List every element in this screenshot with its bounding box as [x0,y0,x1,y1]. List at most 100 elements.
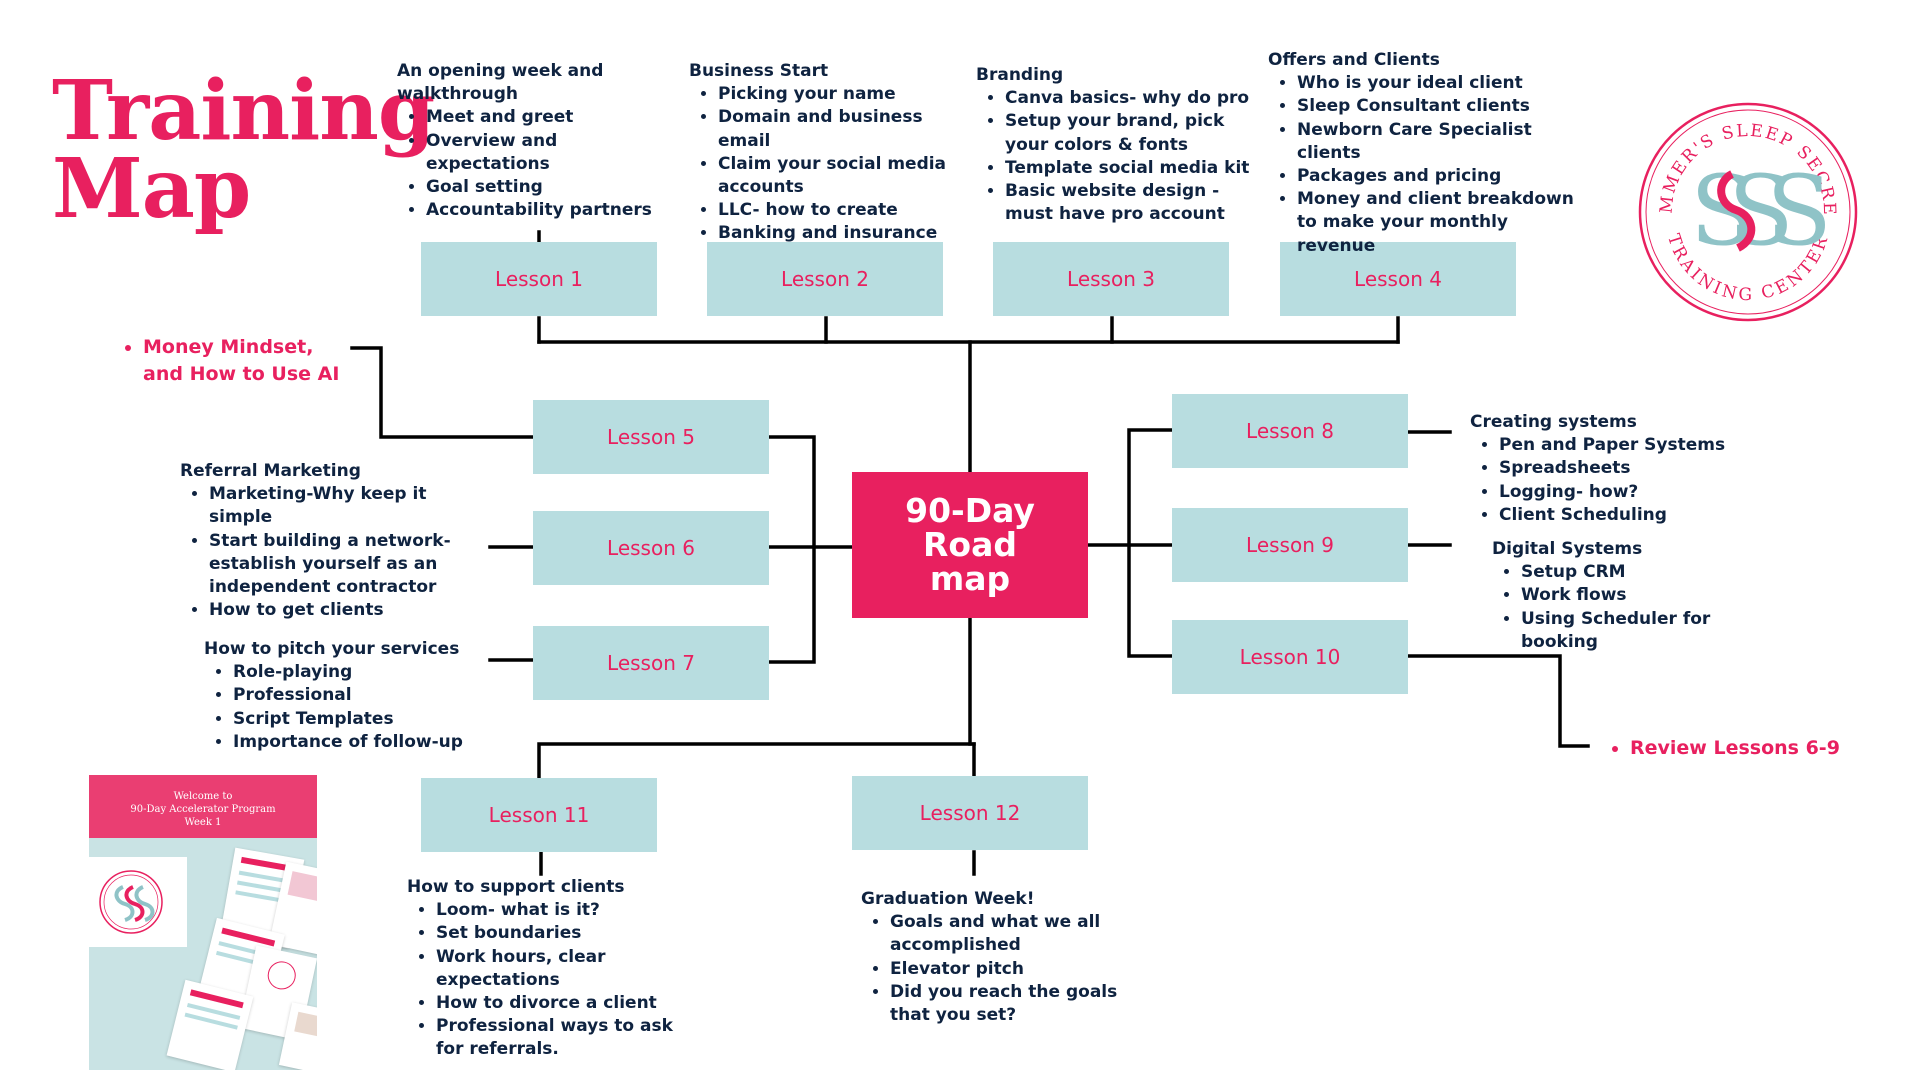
lesson-12-item: Goals and what we all accomplished [890,911,1141,957]
lesson-2-item: Picking your name [718,83,979,106]
lesson-2-heading: Business Start [689,61,829,81]
center-line-3: map [929,559,1011,598]
title-line-2: Map [52,141,251,237]
lesson-9-heading: Digital Systems [1492,539,1643,559]
logo-monogram: SSS [1690,155,1825,267]
lesson-2-item: LLC- how to create [718,199,979,222]
lesson-4-heading: Offers and Clients [1268,50,1440,70]
lesson-1-item: Goal setting [426,176,657,199]
lesson-11-label: Lesson 11 [488,803,590,827]
lesson-8-item: Client Scheduling [1499,504,1760,527]
lesson-7-box: Lesson 7 [533,626,769,700]
lesson-6-item: How to get clients [209,599,490,622]
lesson-11-item: Professional ways to ask for referrals. [436,1015,687,1061]
lesson-9-box: Lesson 9 [1172,508,1408,582]
program-preview-thumbnail: Welcome to 90-Day Accelerator Program We… [89,775,317,1070]
lesson-4-item: Who is your ideal client [1297,72,1578,95]
lesson-11-notes: How to support clients Loom- what is it?… [407,876,687,1062]
lesson-6-label: Lesson 6 [607,536,695,560]
training-center-logo: SUMMER'S SLEEP SECRETS TRAINING CENTER S… [1632,96,1858,322]
lesson-7-item: Professional [233,684,494,707]
lesson-9-item: Using Scheduler for booking [1521,608,1732,654]
lesson-9-item: Setup CRM [1521,561,1732,584]
roadmap-center-box: 90-Day Road map [852,472,1088,618]
lesson-4-item: Sleep Consultant clients [1297,95,1578,118]
lesson-12-item: Elevator pitch [890,958,1141,981]
lesson-7-item: Importance of follow-up [233,731,494,754]
lesson-8-heading: Creating systems [1470,412,1637,432]
title-line-1: Training [52,63,435,159]
lesson-6-item: Start building a network- establish your… [209,530,490,600]
lesson-7-notes: How to pitch your services Role-playing … [204,638,494,754]
center-line-1: 90-Day [905,491,1035,530]
lesson-12-label: Lesson 12 [919,801,1021,825]
lesson-4-label: Lesson 4 [1354,267,1442,291]
lesson-3-item: Basic website design - must have pro acc… [1005,180,1266,226]
lesson-1-item: Accountability partners [426,199,657,222]
lesson-10-box: Lesson 10 [1172,620,1408,694]
lesson-12-notes: Graduation Week! Goals and what we all a… [861,888,1141,1027]
lesson-5-notes: Money Mindset, and How to Use AI [121,334,351,388]
lesson-1-heading: An opening week and walkthrough [397,61,604,105]
lesson-8-item: Pen and Paper Systems [1499,434,1760,457]
thumbnail-page-5 [166,979,254,1070]
lesson-11-item: Set boundaries [436,922,687,945]
lesson-8-label: Lesson 8 [1246,419,1334,443]
lesson-2-label: Lesson 2 [781,267,869,291]
lesson-12-heading: Graduation Week! [861,889,1035,909]
lesson-8-item: Spreadsheets [1499,457,1760,480]
lesson-10-notes: Review Lessons 6-9 [1608,735,1858,762]
lesson-2-item: Domain and business email [718,106,979,152]
lesson-9-label: Lesson 9 [1246,533,1334,557]
thumbnail-line-2: 90-Day Accelerator Program [130,804,276,815]
lesson-3-notes: Branding Canva basics- why do pro Setup … [976,64,1266,226]
center-line-2: Road [923,525,1017,564]
lesson-4-item: Money and client breakdown to make your … [1297,188,1578,258]
thumbnail-line-3: Week 1 [184,817,222,828]
lesson-5-box: Lesson 5 [533,400,769,474]
lesson-9-notes: Digital Systems Setup CRM Work flows Usi… [1492,538,1732,654]
lesson-4-notes: Offers and Clients Who is your ideal cli… [1268,49,1578,258]
lesson-3-item: Setup your brand, pick your colors & fon… [1005,110,1266,156]
lesson-11-item: Work hours, clear expectations [436,946,687,992]
thumbnail-header: Welcome to 90-Day Accelerator Program We… [89,775,317,838]
lesson-6-heading: Referral Marketing [180,461,361,481]
lesson-7-item: Script Templates [233,708,494,731]
lesson-7-heading: How to pitch your services [204,639,460,659]
lesson-11-heading: How to support clients [407,877,625,897]
lesson-1-box: Lesson 1 [421,242,657,316]
lesson-11-item: Loom- what is it? [436,899,687,922]
lesson-3-box: Lesson 3 [993,242,1229,316]
lesson-4-item: Newborn Care Specialist clients [1297,119,1578,165]
lesson-3-item: Template social media kit [1005,157,1266,180]
lesson-1-label: Lesson 1 [495,267,583,291]
lesson-7-item: Role-playing [233,661,494,684]
lesson-5-label: Lesson 5 [607,425,695,449]
lesson-11-item: How to divorce a client [436,992,687,1015]
lesson-7-label: Lesson 7 [607,651,695,675]
thumbnail-logo-icon [99,870,163,934]
lesson-8-item: Logging- how? [1499,481,1760,504]
page-title: Training Map [52,63,435,237]
lesson-10-label: Lesson 10 [1239,645,1341,669]
lesson-8-box: Lesson 8 [1172,394,1408,468]
lesson-2-item: Claim your social media accounts [718,153,979,199]
lesson-2-item: Banking and insurance [718,222,979,245]
lesson-8-notes: Creating systems Pen and Paper Systems S… [1470,411,1760,527]
lesson-9-item: Work flows [1521,584,1732,607]
lesson-2-box: Lesson 2 [707,242,943,316]
lesson-4-item: Packages and pricing [1297,165,1578,188]
thumbnail-logo-card [89,857,187,947]
lesson-1-item: Overview and expectations [426,130,657,176]
lesson-3-label: Lesson 3 [1067,267,1155,291]
lesson-6-box: Lesson 6 [533,511,769,585]
lesson-6-notes: Referral Marketing Marketing-Why keep it… [180,460,490,622]
lesson-3-heading: Branding [976,65,1064,85]
lesson-12-item: Did you reach the goals that you set? [890,981,1141,1027]
lesson-6-item: Marketing-Why keep it simple [209,483,490,529]
thumbnail-line-1: Welcome to [173,791,233,802]
lesson-2-notes: Business Start Picking your name Domain … [689,60,979,246]
lesson-1-notes: An opening week and walkthrough Meet and… [397,60,657,222]
lesson-10-item: Review Lessons 6-9 [1630,735,1858,762]
